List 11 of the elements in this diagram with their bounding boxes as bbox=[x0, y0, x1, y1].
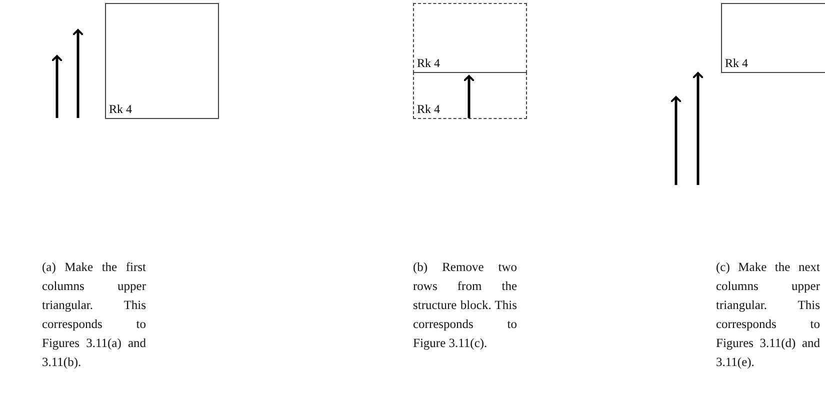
subfigure-caption: (a) Make the first columns upper triangular. This corresponds to Figures 3.11(a) and 3.11(b). bbox=[42, 259, 146, 371]
block-label: Rk 4 bbox=[417, 56, 440, 70]
subfigure-caption: (c) Make the next columns upper triangular. This corresponds to Figures 3.11(d) and 3.11(e). bbox=[716, 259, 820, 371]
block-label: Rk 4 bbox=[725, 56, 748, 70]
block-box bbox=[413, 3, 527, 73]
block-box bbox=[413, 72, 527, 119]
block-box bbox=[721, 3, 825, 73]
block-box bbox=[105, 3, 219, 119]
subfigure-caption: (b) Remove two rows from the structure block. This corresponds to Figure 3.11(c). bbox=[413, 259, 517, 352]
block-label: Rk 4 bbox=[109, 102, 132, 116]
block-label: Rk 4 bbox=[417, 102, 440, 116]
